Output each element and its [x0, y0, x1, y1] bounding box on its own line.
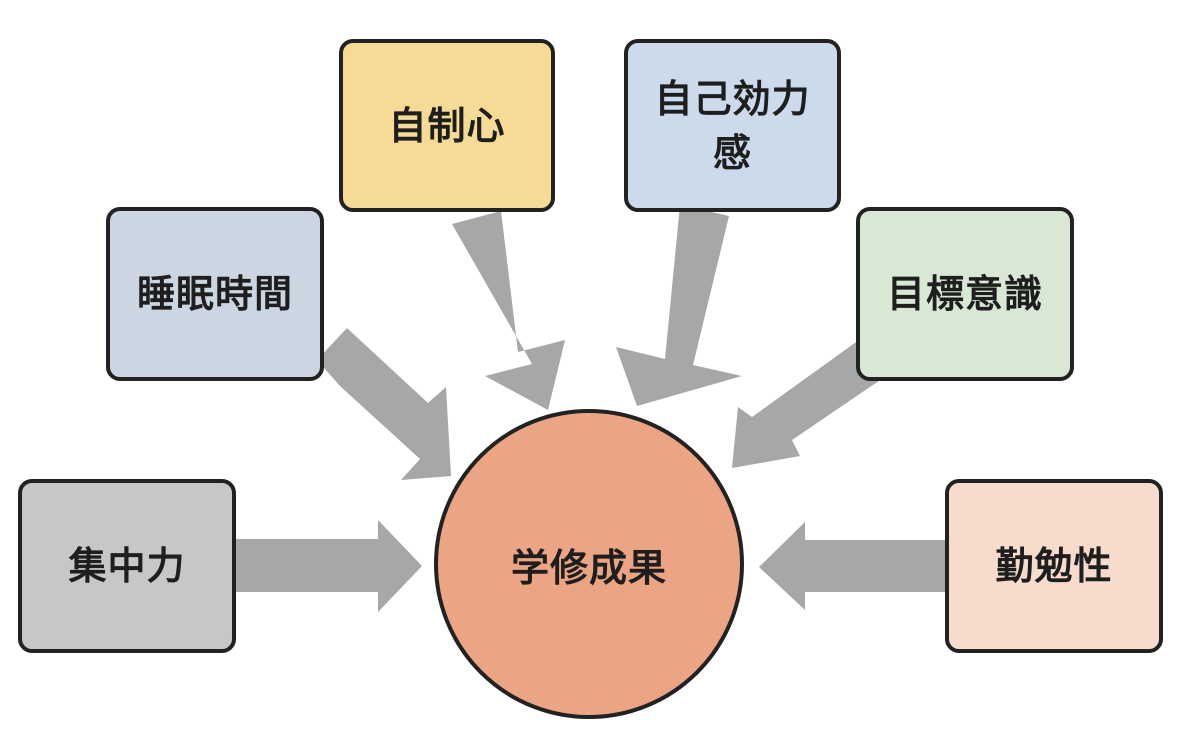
- factor-box-shuchuryoku: 集中力: [18, 479, 236, 653]
- arrow-kinben: [759, 522, 945, 610]
- arrow-mokuhyo: [732, 332, 895, 468]
- factor-label-mokuhyo-ishiki: 目標意識: [886, 272, 1043, 316]
- arrow-jiko: [616, 205, 742, 406]
- factor-label-suimin-jikan: 睡眠時間: [136, 272, 293, 316]
- factor-box-jiko-koryokukan: 自己効力感: [624, 39, 841, 212]
- factor-box-jiseishin: 自制心: [339, 39, 555, 212]
- center-outcome-circle: 学修成果: [434, 409, 744, 719]
- arrow-suimin: [317, 328, 451, 480]
- center-outcome-label: 学修成果: [510, 545, 667, 590]
- factor-label-jiseishin: 自制心: [388, 103, 506, 148]
- factor-label-shuchuryoku: 集中力: [68, 544, 186, 588]
- factor-label-kinbensei: 勤勉性: [995, 544, 1113, 588]
- factor-box-suimin-jikan: 睡眠時間: [106, 207, 324, 381]
- factor-box-kinbensei: 勤勉性: [945, 479, 1163, 653]
- arrow-jiseishin: [452, 211, 565, 410]
- factor-box-mokuhyo-ishiki: 目標意識: [856, 207, 1074, 381]
- arrow-shuchu: [236, 520, 422, 612]
- factor-label-jiko-koryokukan: 自己効力感: [654, 76, 811, 175]
